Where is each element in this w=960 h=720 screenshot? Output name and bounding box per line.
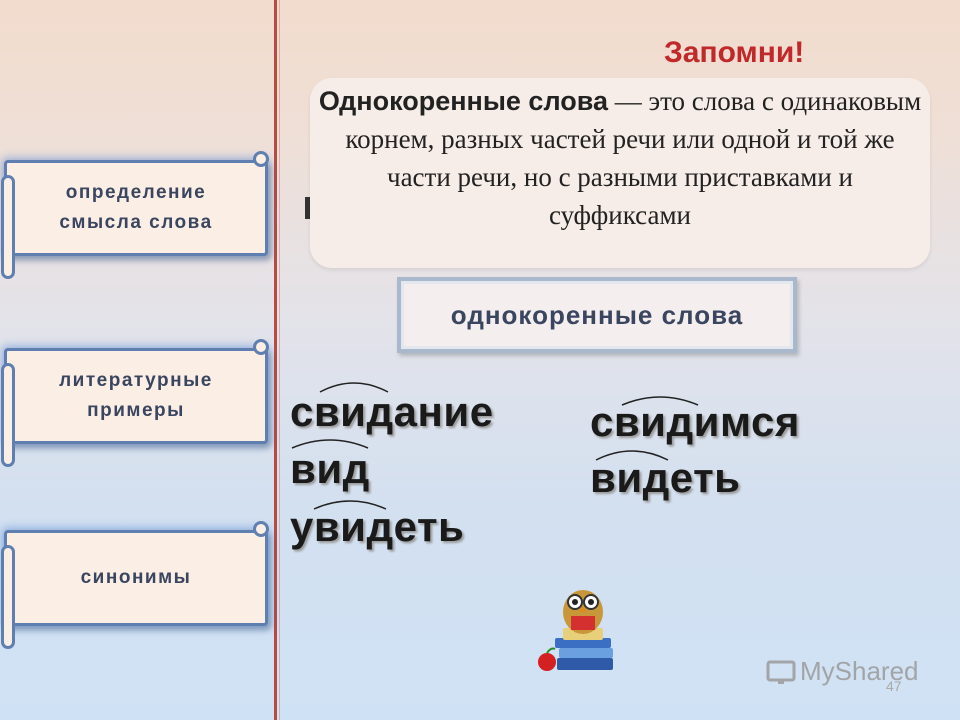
margin-line-shadow	[279, 0, 280, 720]
obscured-text-fragment	[305, 197, 313, 219]
word-item: видеть	[590, 454, 741, 501]
definition-box: Однокоренные слова — это слова с одинако…	[310, 78, 930, 268]
menu-item-synonyms[interactable]: синонимы	[1, 521, 269, 649]
menu-item-literary-examples[interactable]: литературные примеры	[1, 339, 269, 467]
word-item: вид	[290, 445, 370, 492]
owl-books-icon	[538, 590, 613, 671]
root-arc-icon	[313, 500, 387, 510]
remember-heading: Запомни!	[664, 36, 805, 69]
root-arc-icon	[319, 382, 389, 393]
root-arc-icon	[621, 396, 699, 406]
scroll-roll-icon	[1, 545, 15, 649]
menu-item-meaning[interactable]: определение смысла слова	[1, 151, 269, 279]
watermark: MyShared	[766, 656, 919, 687]
page-number: 47	[886, 678, 902, 694]
watermark-text: MyShared	[800, 656, 919, 686]
menu-item-label: определение смысла слова	[59, 182, 213, 233]
myshared-logo-icon	[766, 660, 796, 684]
definition-term: Однокоренные слова	[318, 86, 608, 116]
scroll-curl-icon	[253, 521, 269, 537]
word-item: увидеть	[290, 503, 465, 550]
cognates-button[interactable]: однокоренные слова	[397, 277, 797, 353]
word-item: свидимся	[590, 398, 800, 445]
margin-line	[274, 0, 277, 720]
scroll-curl-icon	[253, 339, 269, 355]
scroll-curl-icon	[253, 151, 269, 167]
word-item: свидание	[290, 388, 494, 435]
scroll-roll-icon	[1, 175, 15, 279]
menu-item-label: синонимы	[80, 567, 192, 588]
scroll-roll-icon	[1, 363, 15, 467]
menu-item-label: литературные примеры	[59, 370, 213, 421]
definition-text: — это слова с одинаковым корнем, разных …	[345, 86, 922, 230]
root-arc-icon	[291, 439, 369, 449]
root-arc-icon	[595, 450, 669, 461]
